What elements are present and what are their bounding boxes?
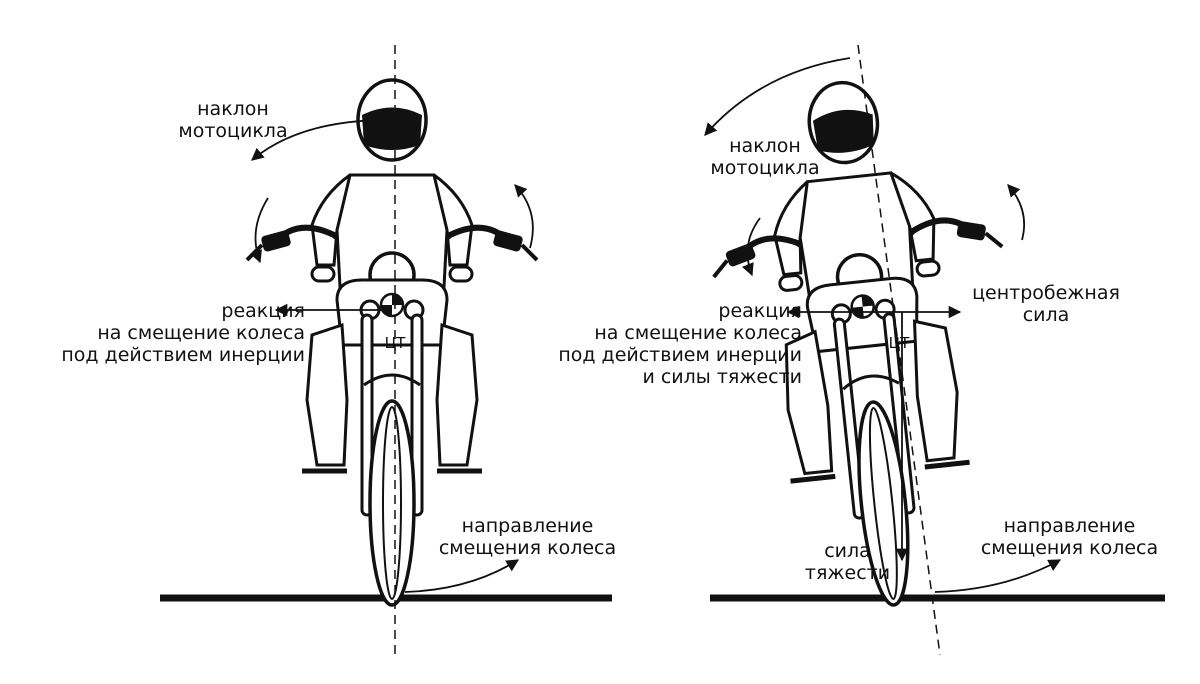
right-centrifugal-label: центробежная сила xyxy=(972,282,1120,326)
right-gravity-label: сила тяжести xyxy=(804,540,891,584)
right-wheel-direction-arrow xyxy=(934,559,1062,593)
left-panel-drawing xyxy=(160,45,612,655)
right-bar-rotation-arrow-left xyxy=(741,217,761,277)
right-panel-drawing xyxy=(695,44,1165,656)
right-tilted-axis xyxy=(857,44,941,656)
left-bar-rotation-arrow-left xyxy=(250,197,269,264)
left-bar-rotation-arrow-right xyxy=(514,184,534,249)
left-wheel-direction-label: направление смещения колеса xyxy=(438,515,617,559)
left-lean-arrow xyxy=(251,119,389,161)
right-reaction-label: реакция на смещение колеса под действием… xyxy=(558,300,802,388)
left-cg-label: ЦТ xyxy=(384,334,406,352)
right-lean-label: наклон мотоцикла xyxy=(710,135,820,179)
right-bar-rotation-arrow-right xyxy=(1007,184,1026,241)
left-wheel-direction-arrow xyxy=(404,559,520,593)
right-lean-arrow xyxy=(704,57,851,136)
right-wheel-direction-label: направление смещения колеса xyxy=(980,515,1159,559)
left-reaction-label: реакция на смещение колеса под действием… xyxy=(61,300,305,366)
right-cg-label: ЦТ xyxy=(888,334,910,352)
left-lean-label: наклон мотоцикла xyxy=(178,98,288,142)
